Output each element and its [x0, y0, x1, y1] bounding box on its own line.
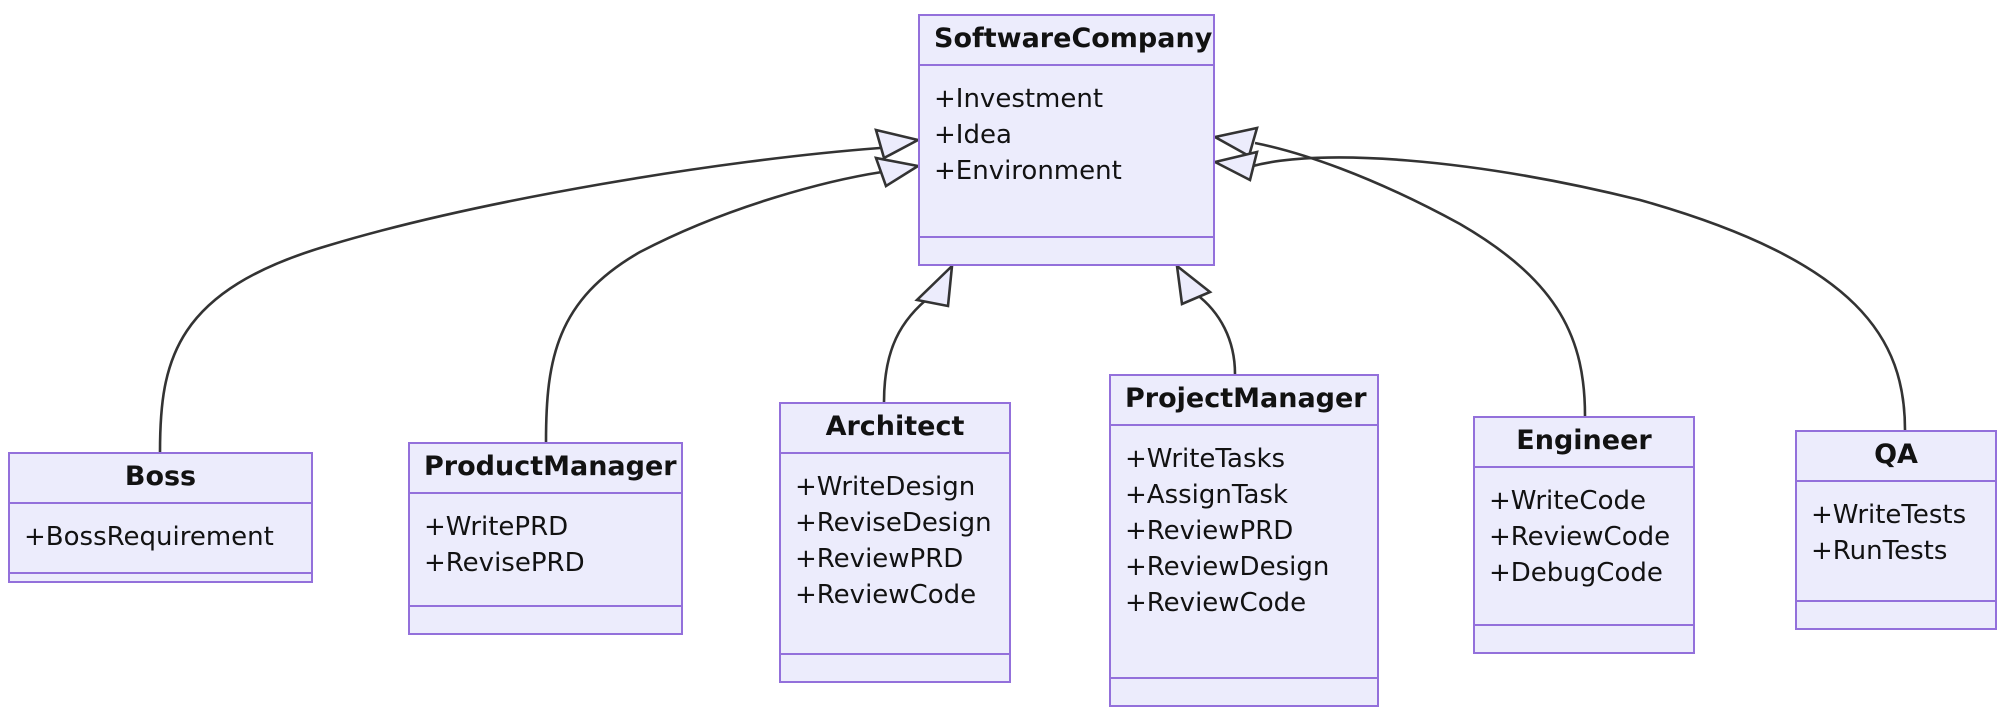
attribute-item: +BossRequirement	[24, 522, 274, 553]
edge-architect-to-softwarecompany	[882, 262, 954, 403]
class-name-engineer: Engineer	[1475, 418, 1693, 469]
attribute-item: +WritePRD	[424, 512, 569, 543]
class-methods-boss	[10, 574, 311, 600]
attribute-item: +Idea	[934, 120, 1012, 151]
generalization-arrowhead	[1175, 263, 1213, 306]
generalization-arrowhead	[914, 262, 954, 308]
attribute-item: +WriteDesign	[795, 472, 976, 503]
attribute-item: +ReviewCode	[1489, 522, 1671, 553]
class-box-boss[interactable]: Boss +BossRequirement	[8, 452, 313, 583]
class-box-product-manager[interactable]: ProductManager +WritePRD +RevisePRD	[408, 442, 683, 635]
class-name-qa: QA	[1797, 432, 1995, 483]
class-attributes-product-manager: +WritePRD +RevisePRD	[410, 494, 681, 607]
class-attributes-boss: +BossRequirement	[10, 504, 311, 575]
class-methods-architect	[781, 655, 1009, 681]
attribute-item: +WriteTasks	[1125, 444, 1286, 475]
generalization-arrowhead	[874, 128, 922, 160]
class-box-architect[interactable]: Architect +WriteDesign +ReviseDesign +Re…	[779, 402, 1011, 683]
attribute-item: +ReviewPRD	[795, 544, 964, 575]
edge-engineer-to-softwarecompany	[1211, 126, 1587, 417]
attribute-item: +ReviewDesign	[1125, 551, 1330, 582]
class-attributes-architect: +WriteDesign +ReviseDesign +ReviewPRD +R…	[781, 454, 1009, 655]
attribute-item: +ReviseDesign	[795, 508, 992, 539]
class-name-boss: Boss	[10, 454, 311, 505]
class-name-software-company: SoftwareCompany	[920, 16, 1213, 67]
attribute-item: +DebugCode	[1489, 558, 1663, 589]
class-methods-project-manager	[1111, 679, 1377, 705]
class-box-engineer[interactable]: Engineer +WriteCode +ReviewCode +DebugCo…	[1473, 416, 1695, 654]
class-name-project-manager: ProjectManager	[1111, 376, 1377, 427]
class-attributes-engineer: +WriteCode +ReviewCode +DebugCode	[1475, 468, 1693, 626]
attribute-item: +Environment	[934, 156, 1122, 187]
class-methods-engineer	[1475, 626, 1693, 652]
edge-productmanager-to-softwarecompany	[544, 156, 922, 443]
class-name-product-manager: ProductManager	[410, 444, 681, 495]
class-attributes-software-company: +Investment +Idea +Environment	[920, 66, 1213, 238]
class-attributes-project-manager: +WriteTasks +AssignTask +ReviewPRD +Revi…	[1111, 426, 1377, 679]
class-box-project-manager[interactable]: ProjectManager +WriteTasks +AssignTask +…	[1109, 374, 1379, 707]
attribute-item: +ReviewCode	[795, 579, 977, 610]
class-box-software-company[interactable]: SoftwareCompany +Investment +Idea +Envir…	[918, 14, 1215, 266]
class-methods-qa	[1797, 602, 1995, 628]
attribute-item: +RunTests	[1811, 536, 1948, 567]
class-methods-software-company	[920, 238, 1213, 264]
attribute-item: +Investment	[934, 84, 1104, 115]
class-methods-product-manager	[410, 607, 681, 633]
class-box-qa[interactable]: QA +WriteTests +RunTests	[1795, 430, 1997, 630]
attribute-item: +RevisePRD	[424, 548, 585, 579]
class-name-architect: Architect	[781, 404, 1009, 455]
generalization-arrowhead	[874, 156, 922, 188]
edge-projectmanager-to-softwarecompany	[1175, 263, 1237, 375]
generalization-arrowhead	[1211, 126, 1259, 158]
class-attributes-qa: +WriteTests +RunTests	[1797, 482, 1995, 602]
attribute-item: +WriteTests	[1811, 500, 1967, 531]
attribute-item: +WriteCode	[1489, 486, 1646, 517]
attribute-item: +ReviewCode	[1125, 587, 1307, 618]
attribute-item: +ReviewPRD	[1125, 516, 1294, 547]
attribute-item: +AssignTask	[1125, 480, 1288, 511]
generalization-arrowhead	[1211, 150, 1259, 182]
